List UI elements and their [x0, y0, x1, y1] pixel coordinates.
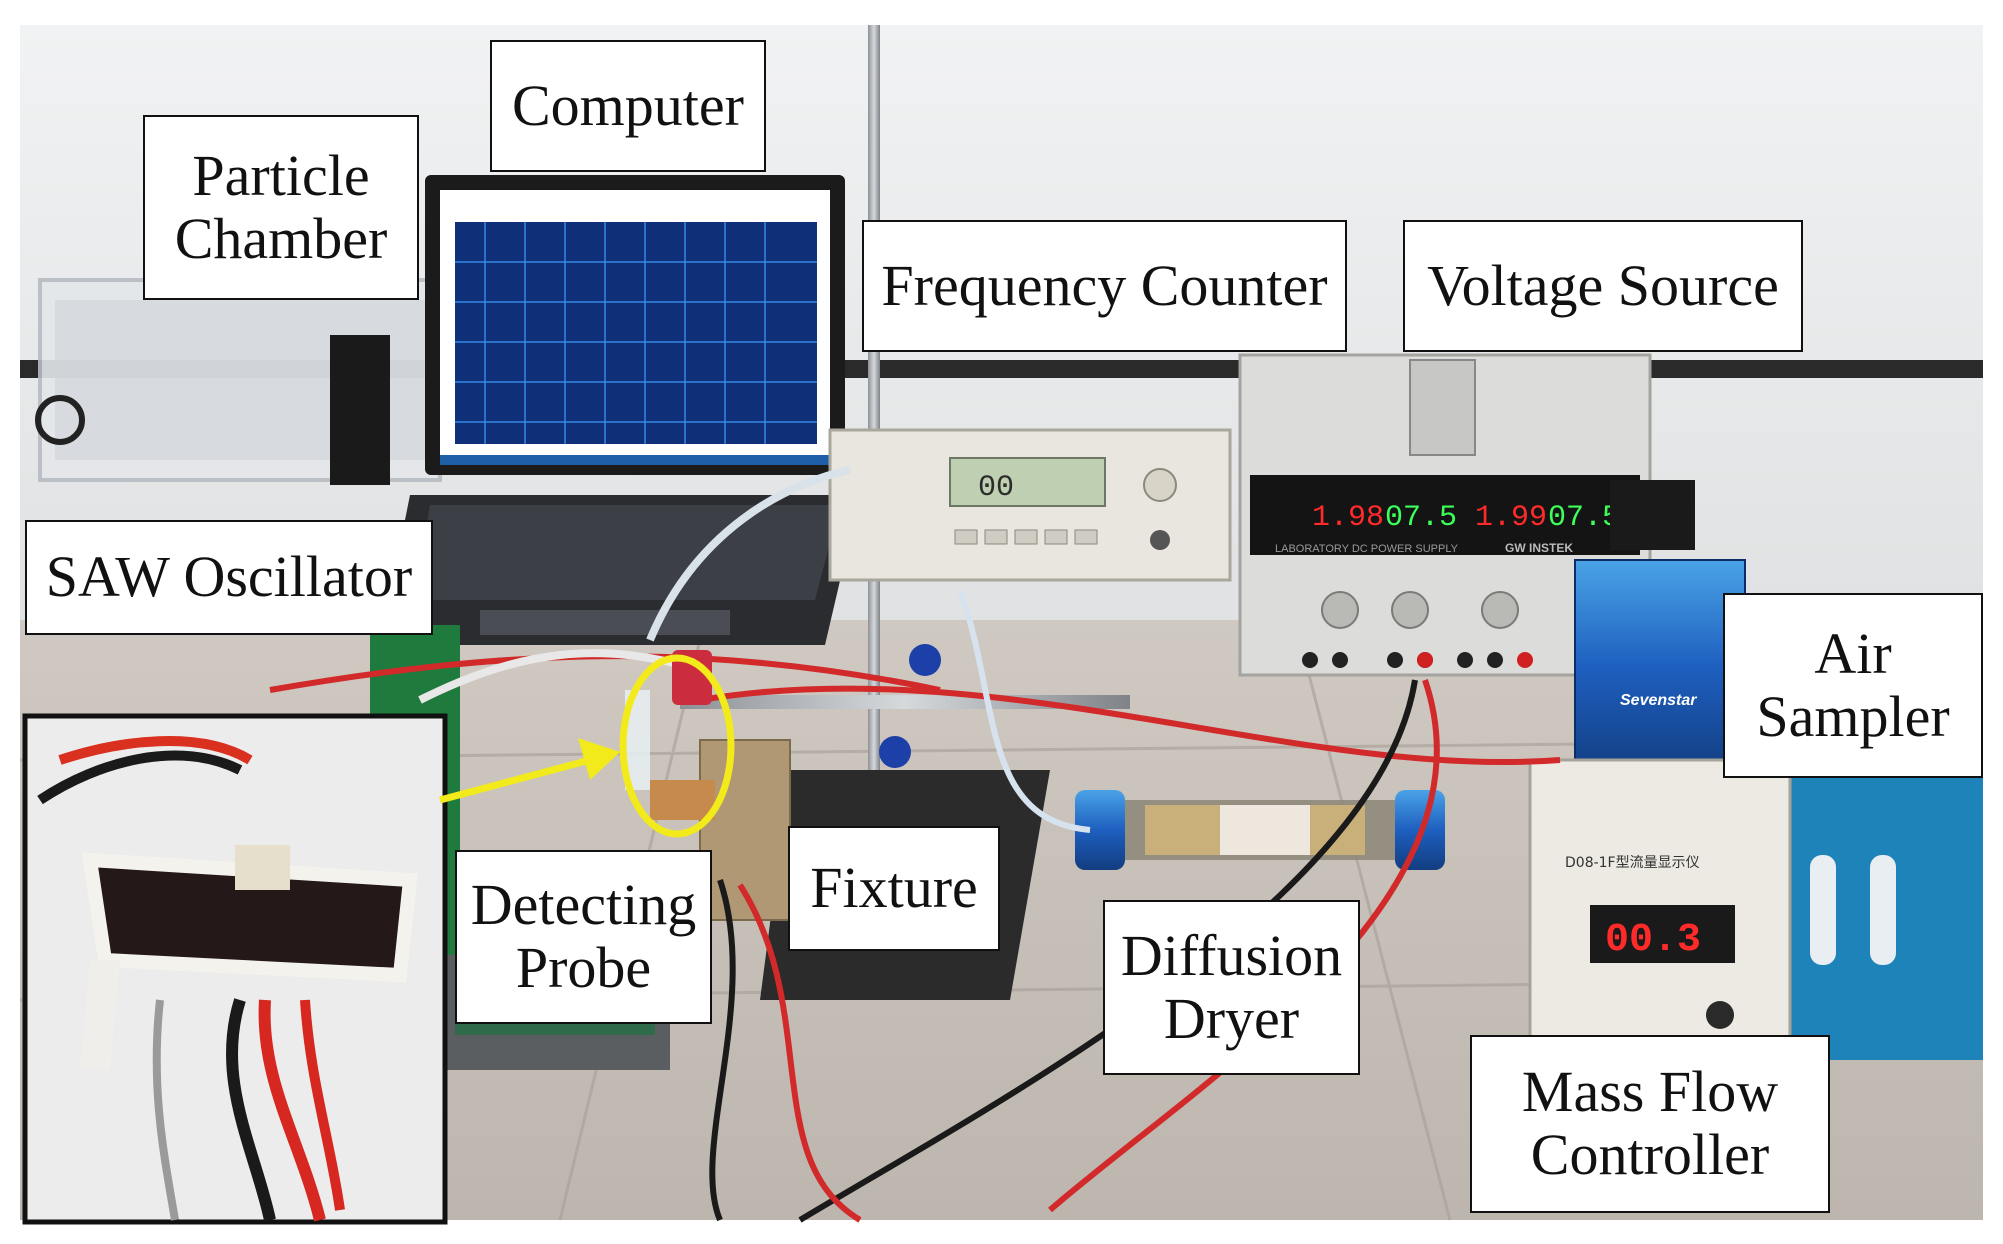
- psu-ch1-voltage: 1.98: [1312, 501, 1384, 535]
- label-detecting-probe-line1: Detecting: [470, 872, 697, 938]
- label-fixture-text: Fixture: [810, 855, 978, 921]
- laptop: [380, 175, 860, 645]
- label-saw-oscillator: SAW Oscillator: [25, 520, 433, 635]
- mass-flow-controller-device: D08-1F型流量显示仪 00.3: [1528, 758, 1792, 1042]
- label-mass-flow-controller-line1: Mass Flow: [1521, 1059, 1779, 1125]
- label-mass-flow-controller-line2: Controller: [1530, 1122, 1770, 1187]
- highlight-circle: [619, 654, 735, 838]
- label-voltage-source-text: Voltage Source: [1427, 252, 1779, 318]
- label-diffusion-dryer-line2: Dryer: [1163, 985, 1300, 1051]
- label-air-sampler-line2: Sampler: [1756, 683, 1950, 749]
- label-fixture: Fixture: [788, 826, 1000, 951]
- mfc-readout: 00.3: [1605, 918, 1701, 963]
- label-frequency-counter-text: Frequency Counter: [881, 252, 1328, 318]
- label-particle-chamber: Particle Chamber: [143, 115, 419, 300]
- frequency-counter-device: 00: [828, 428, 1232, 582]
- psu-ch2-current: 07.5: [1548, 501, 1620, 535]
- label-detecting-probe: Detecting Probe: [455, 850, 712, 1024]
- label-computer-text: Computer: [512, 72, 744, 138]
- mfc-model: D08-1F型流量显示仪: [1565, 855, 1700, 871]
- diffusion-dryer-device: [1075, 790, 1445, 870]
- voltage-source-device: 1.98 07.5 1.99 07.5 LABORATORY DC POWER …: [1238, 353, 1652, 677]
- label-air-sampler: Air Sampler: [1723, 593, 1983, 778]
- highlight-arrow: [439, 738, 620, 804]
- label-particle-chamber-line1: Particle: [192, 142, 370, 208]
- label-diffusion-dryer-line1: Diffusion: [1120, 922, 1343, 988]
- label-frequency-counter: Frequency Counter: [862, 220, 1347, 352]
- label-mass-flow-controller: Mass Flow Controller: [1470, 1035, 1830, 1213]
- particle-chamber: [35, 278, 442, 485]
- frequency-counter-readout: 00: [978, 471, 1014, 505]
- psu-ch2-voltage: 1.99: [1475, 501, 1547, 535]
- label-voltage-source: Voltage Source: [1403, 220, 1803, 352]
- label-saw-oscillator-text: SAW Oscillator: [45, 544, 413, 610]
- sampler-brand: Sevenstar: [1620, 692, 1697, 709]
- psu-brand: GW INSTEK: [1505, 541, 1573, 555]
- label-computer: Computer: [490, 40, 766, 172]
- psu-ch1-current: 07.5: [1385, 501, 1457, 535]
- probe-inset-photo: [22, 713, 448, 1225]
- label-air-sampler-line1: Air: [1814, 620, 1892, 686]
- psu-model-text: LABORATORY DC POWER SUPPLY: [1275, 543, 1459, 555]
- label-diffusion-dryer: Diffusion Dryer: [1103, 900, 1360, 1075]
- label-particle-chamber-line2: Chamber: [174, 205, 388, 271]
- label-detecting-probe-line2: Probe: [515, 935, 652, 1000]
